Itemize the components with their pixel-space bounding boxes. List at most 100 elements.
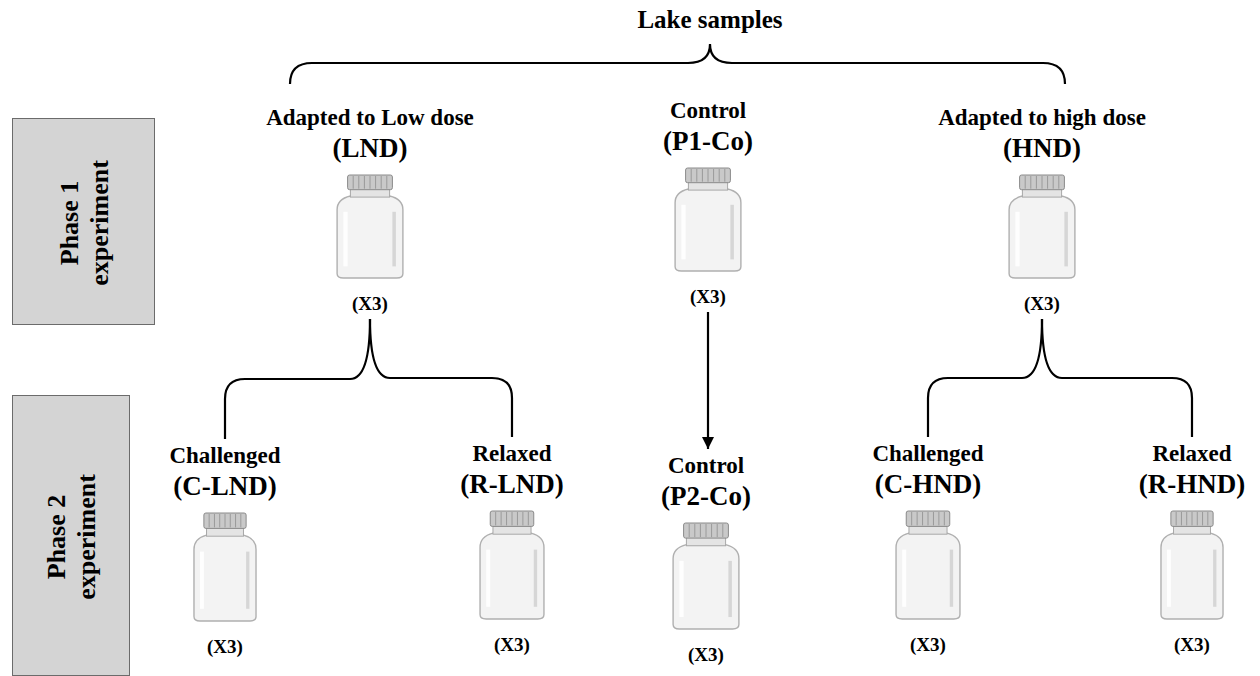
group-code: (R-LND) — [460, 468, 563, 500]
arrowhead — [702, 437, 714, 449]
sample-group: Relaxed(R-LND) (X3) — [460, 440, 563, 656]
phase-label: Phase 2 experiment — [42, 452, 102, 622]
cap-ridge — [230, 514, 231, 527]
cap-ridge — [1181, 512, 1182, 525]
cap-ridge — [717, 524, 718, 537]
cap-ridge — [702, 169, 703, 182]
cap-ridge — [358, 176, 359, 189]
cap-ridge — [1047, 176, 1048, 189]
cap-ridge — [911, 512, 912, 525]
connector — [702, 312, 714, 449]
replicate-count: (X3) — [1024, 293, 1060, 315]
cap-ridge — [719, 169, 720, 182]
cap-ridge — [1036, 176, 1037, 189]
cap-ridge — [225, 514, 226, 527]
cap-ridge — [694, 524, 695, 537]
group-name: Adapted to Low dose — [266, 104, 474, 132]
sample-group: Control(P1-Co) (X3) — [663, 97, 753, 308]
sample-group: Challenged(C-HND)(X3) — [872, 440, 983, 656]
cap-ridge — [386, 176, 387, 189]
diagram-title: Lake samples — [637, 6, 782, 34]
group-name: Control — [668, 452, 744, 480]
replicate-count: (X3) — [690, 286, 726, 308]
cap-ridge — [1186, 512, 1187, 525]
cap-ridge — [706, 524, 707, 537]
connector — [225, 319, 370, 439]
glass-jar — [671, 522, 741, 630]
jar-highlight — [1167, 550, 1171, 607]
cap-ridge — [944, 512, 945, 525]
jar-shade — [950, 550, 953, 607]
jar-highlight — [1015, 212, 1019, 267]
jar-highlight — [679, 561, 683, 617]
cap-ridge — [219, 514, 220, 527]
connector — [1042, 319, 1192, 437]
jar-cap — [906, 511, 950, 526]
replicate-count: (X3) — [1174, 634, 1210, 656]
jar-shade — [534, 550, 537, 607]
cap-ridge — [1197, 512, 1198, 525]
sample-group: Control(P2-Co) (X3) — [661, 452, 751, 666]
glass-jar — [894, 510, 962, 620]
jar-body — [194, 535, 256, 621]
connector-line — [707, 312, 709, 449]
cap-ridge — [214, 514, 215, 527]
group-name: Control — [670, 97, 746, 125]
cap-ridge — [917, 512, 918, 525]
connector-line — [225, 319, 370, 439]
jar-cap — [1020, 175, 1065, 190]
group-name: Relaxed — [472, 440, 551, 468]
jar-body — [1161, 533, 1223, 619]
cap-ridge — [517, 512, 518, 525]
jar-body — [337, 196, 403, 278]
glass-jar — [1159, 510, 1225, 620]
cap-ridge — [522, 512, 523, 525]
connector — [370, 319, 512, 437]
glass-jar — [1007, 174, 1077, 279]
cap-ridge — [1053, 176, 1054, 189]
cap-ridge — [369, 176, 370, 189]
group-code: (C-LND) — [173, 470, 276, 502]
jar-highlight — [681, 205, 685, 260]
cap-ridge — [1207, 512, 1208, 525]
jar-shade — [1213, 550, 1216, 607]
jar-highlight — [902, 550, 906, 607]
glass-jar — [673, 167, 743, 272]
cap-ridge — [711, 524, 712, 537]
jar-highlight — [486, 550, 490, 607]
phase-label: Phase 1 experiment — [55, 138, 115, 308]
group-code: (P1-Co) — [663, 125, 753, 157]
cap-ridge — [700, 524, 701, 537]
jar-body — [675, 189, 741, 271]
group-name: Challenged — [872, 440, 983, 468]
jar-body — [896, 533, 960, 619]
group-code: (P2-Co) — [661, 480, 751, 512]
curly-bracket — [290, 44, 1065, 84]
sample-group: Relaxed(R-HND)(X3) — [1139, 440, 1245, 656]
cap-ridge — [235, 514, 236, 527]
connector-line — [370, 319, 512, 437]
group-code: (LND) — [332, 132, 407, 164]
replicate-count: (X3) — [688, 644, 724, 666]
jar-highlight — [343, 212, 347, 267]
cap-ridge — [1202, 512, 1203, 525]
cap-ridge — [713, 169, 714, 182]
cap-ridge — [1191, 512, 1192, 525]
group-name: Adapted to high dose — [938, 104, 1146, 132]
jar-cap — [1171, 511, 1213, 526]
cap-ridge — [240, 514, 241, 527]
replicate-count: (X3) — [494, 634, 530, 656]
jar-body — [673, 545, 739, 629]
glass-jar — [335, 174, 405, 279]
cap-ridge — [691, 169, 692, 182]
cap-ridge — [511, 512, 512, 525]
cap-ridge — [922, 512, 923, 525]
jar-body — [1009, 196, 1075, 278]
phase-band: Phase 2 experiment — [12, 395, 130, 676]
cap-ridge — [933, 512, 934, 525]
cap-ridge — [501, 512, 502, 525]
group-name: Challenged — [169, 442, 280, 470]
replicate-count: (X3) — [352, 293, 388, 315]
